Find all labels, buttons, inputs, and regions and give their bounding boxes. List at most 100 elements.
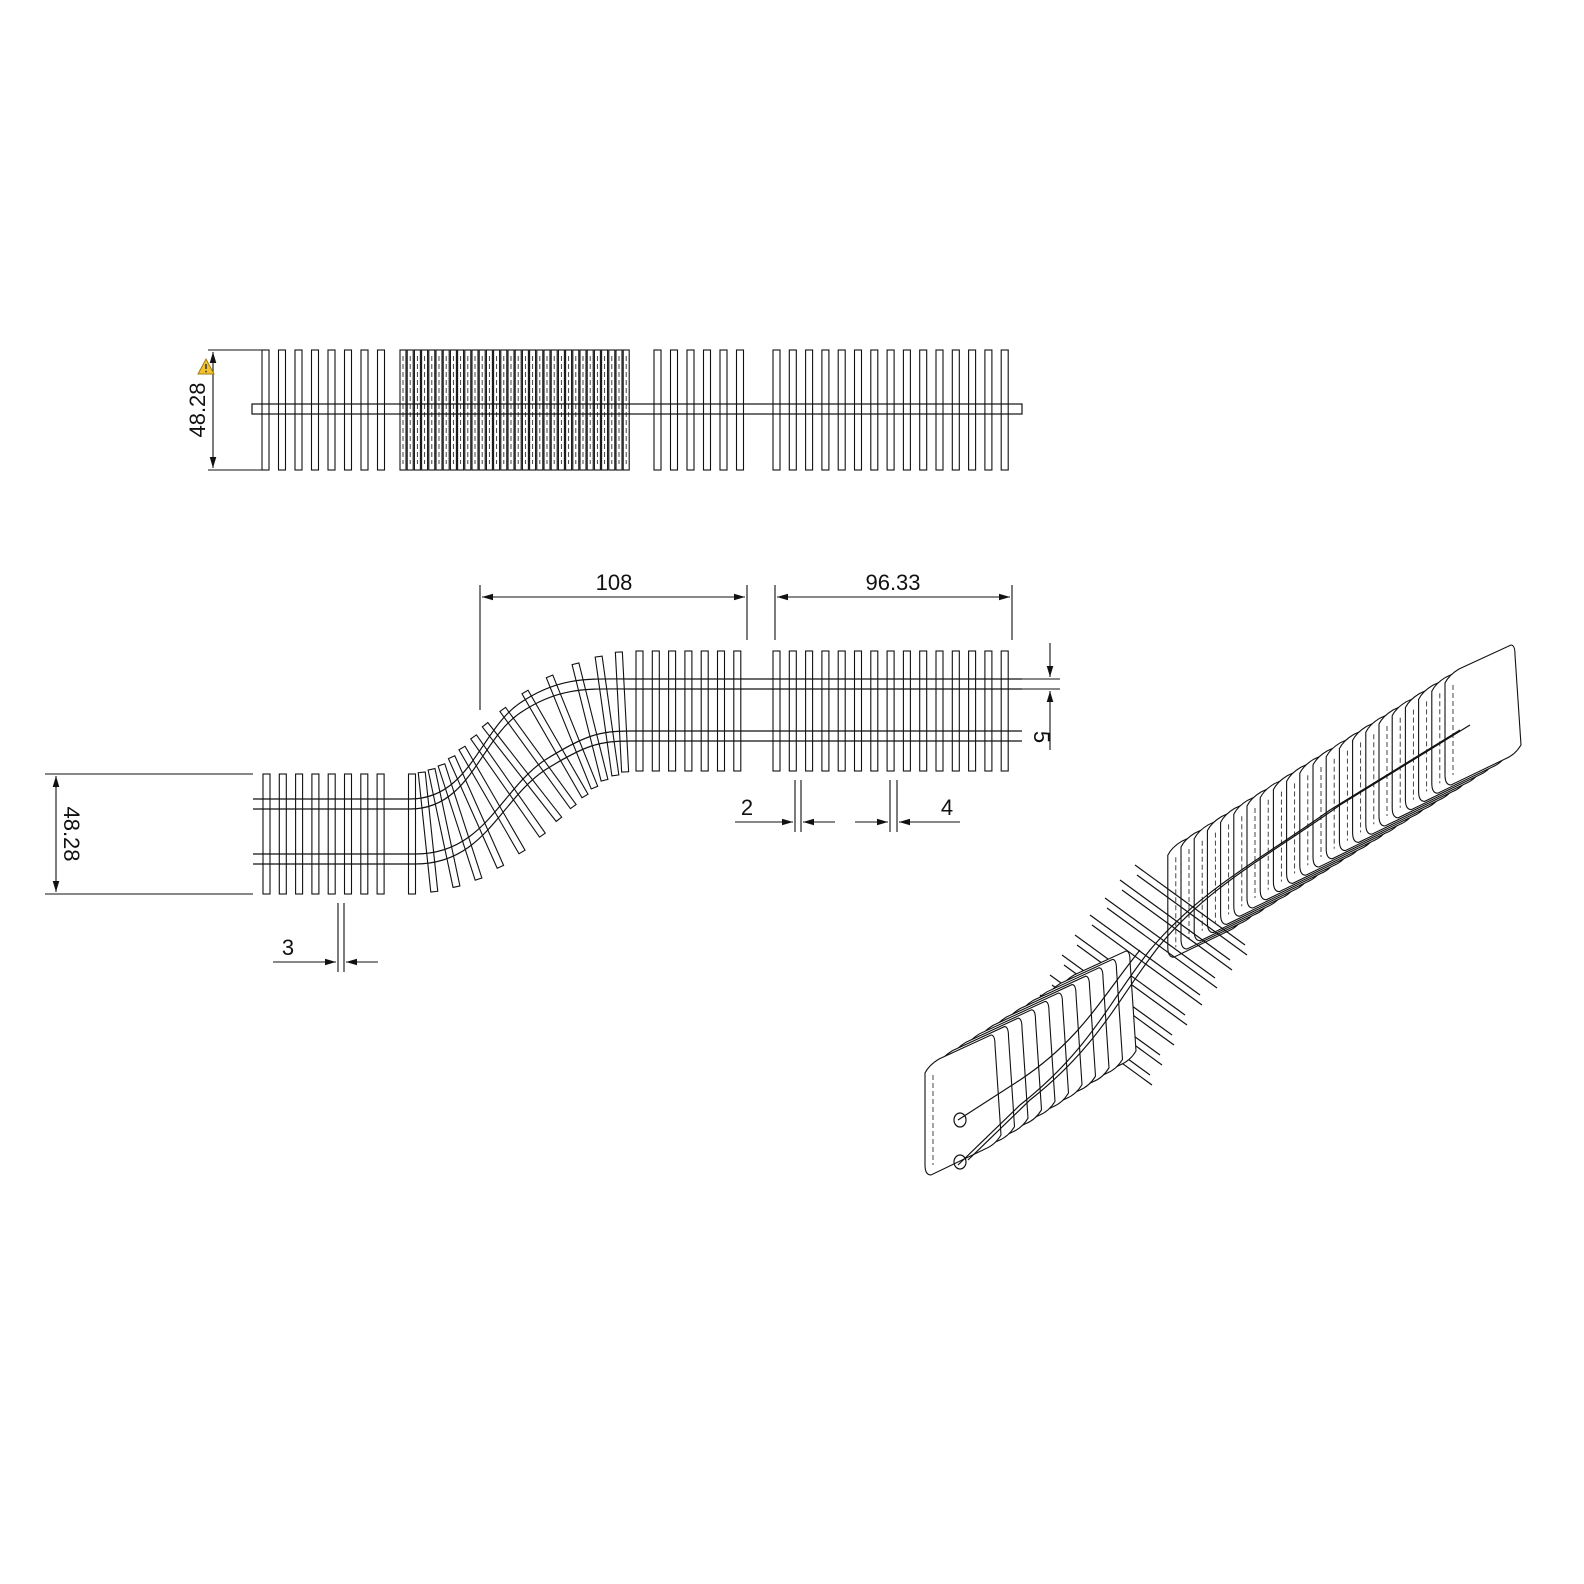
- top-height-dimension: 48.28: [185, 349, 262, 471]
- side-fin: [668, 650, 677, 772]
- side-fin: [376, 773, 385, 895]
- top-fin: [277, 349, 287, 471]
- top-fin: [821, 349, 830, 471]
- top-fin: [702, 349, 712, 471]
- top-fin: [719, 349, 728, 471]
- side-fin: [805, 650, 814, 772]
- side-fin: [311, 773, 320, 895]
- gap-a-dimension: 2: [735, 780, 835, 832]
- top-fin: [853, 349, 863, 471]
- offset-label: 5: [1029, 731, 1054, 743]
- side-fin: [327, 773, 336, 895]
- top-fin: [399, 349, 407, 471]
- left-height-label: 48.28: [59, 806, 84, 861]
- side-fin: [278, 773, 287, 895]
- side-fin: [521, 689, 589, 799]
- side-fin: [886, 650, 895, 772]
- isometric-view-rails: [953, 724, 1471, 1170]
- side-fin: [951, 650, 960, 772]
- left-height-dimension: 48.28: [45, 773, 253, 895]
- side-fin: [821, 650, 830, 772]
- top-fin: [586, 349, 594, 471]
- top-fin: [543, 349, 551, 471]
- side-fin: [837, 650, 846, 772]
- side-fin: [733, 650, 742, 772]
- side-fin: [870, 650, 879, 772]
- side-fin: [614, 651, 630, 773]
- top-fin: [442, 349, 450, 471]
- top-height-label: 48.28: [185, 382, 210, 437]
- gap-b-dimension: 4: [855, 780, 960, 832]
- side-fin: [427, 767, 461, 889]
- iso-fin-edge: [1106, 907, 1218, 989]
- side-fin: [635, 650, 644, 772]
- top-fin: [565, 349, 573, 471]
- iso-fin-edge: [1121, 889, 1233, 971]
- side-fin: [594, 655, 620, 777]
- span-b-dimension: 96.33: [774, 570, 1013, 640]
- side-fin: [968, 650, 977, 772]
- gap-a-label: 2: [741, 795, 753, 820]
- top-view-rail: [251, 403, 1023, 415]
- top-view-fins: [261, 349, 1009, 471]
- top-fin: [805, 349, 814, 471]
- side-fin: [700, 650, 709, 772]
- top-fin: [837, 349, 846, 471]
- top-fin: [406, 349, 414, 471]
- top-fin: [622, 349, 630, 471]
- iso-fin-edge: [1089, 914, 1201, 996]
- top-fin: [500, 349, 508, 471]
- top-fin: [493, 349, 501, 471]
- top-fin: [478, 349, 486, 471]
- span-a-label: 108: [596, 570, 633, 595]
- iso-fin: [924, 1034, 1002, 1176]
- top-fin: [951, 349, 960, 471]
- top-fin: [485, 349, 493, 471]
- top-fin: [360, 349, 369, 471]
- side-fin: [1000, 650, 1009, 772]
- side-fin: [481, 721, 563, 823]
- top-fin: [653, 349, 662, 471]
- gap-b-label: 4: [941, 795, 953, 820]
- top-fin: [984, 349, 993, 471]
- top-fin: [557, 349, 565, 471]
- top-fin: [735, 349, 745, 471]
- top-fin: [421, 349, 429, 471]
- top-fin: [919, 349, 928, 471]
- top-fin: [343, 349, 353, 471]
- side-fin: [469, 734, 547, 838]
- top-fin: [601, 349, 609, 471]
- top-fin: [376, 349, 386, 471]
- top-fin: [428, 349, 436, 471]
- side-fin: [935, 650, 944, 772]
- top-fin: [471, 349, 479, 471]
- top-fin: [870, 349, 879, 471]
- side-fin: [458, 745, 526, 855]
- iso-fin-edge: [1136, 874, 1248, 956]
- gap-c-label: 3: [282, 935, 294, 960]
- side-fin: [262, 773, 271, 895]
- top-fin: [902, 349, 911, 471]
- side-view: 108 96.33 5 2: [45, 570, 1060, 972]
- top-view: 48.28: [185, 349, 1023, 471]
- top-fin: [327, 349, 336, 471]
- top-fin: [310, 349, 320, 471]
- side-fin: [716, 650, 726, 772]
- gap-c-dimension: 3: [273, 903, 378, 972]
- side-fin: [407, 773, 417, 895]
- iso-fin-edge: [1091, 924, 1203, 1006]
- iso-fin-edge: [1134, 864, 1246, 946]
- iso-fin-edge: [1119, 879, 1231, 961]
- warning-icon: [197, 357, 215, 375]
- top-fin: [529, 349, 537, 471]
- top-fin: [507, 349, 515, 471]
- top-fin: [669, 349, 679, 471]
- top-fin: [608, 349, 616, 471]
- side-fin: [499, 706, 577, 810]
- side-fin: [545, 674, 599, 790]
- top-fin: [550, 349, 558, 471]
- side-fin: [684, 650, 693, 772]
- side-fin: [651, 650, 660, 772]
- top-fin: [788, 349, 797, 471]
